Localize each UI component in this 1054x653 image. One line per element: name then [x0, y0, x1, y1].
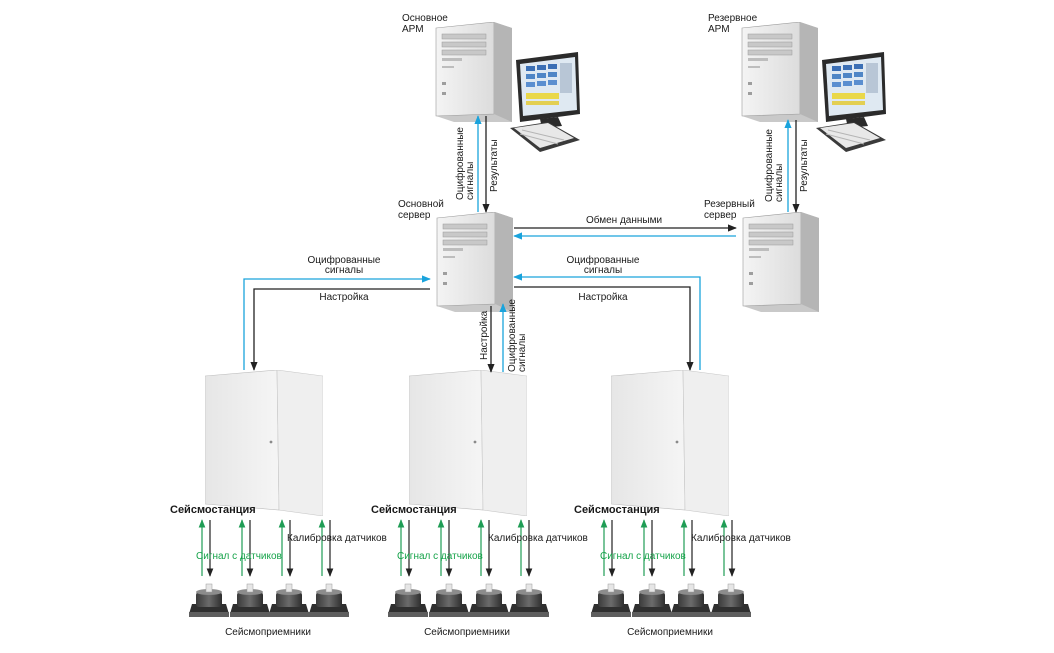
station2-receivers-label: Сейсмоприемники — [424, 627, 510, 638]
station2-digitized-label-2: сигналы — [517, 334, 528, 372]
backup-digitized-label-1: Оцифрованные — [763, 129, 775, 202]
station1-digitized-label-2: сигналы — [325, 265, 363, 276]
main-workstation-label-2: АРМ — [402, 24, 424, 35]
station2-digitized-label-1: Оцифрованные — [506, 299, 518, 372]
seismic-station-2-cabinet — [409, 370, 527, 516]
backup-workstation-label-1: Резервное — [708, 13, 758, 24]
receivers-group-3 — [591, 583, 751, 618]
station3-calibration-label: Калибровка датчиков — [691, 532, 791, 544]
seismic-station-3-cabinet — [611, 370, 729, 516]
station2-tuning-label: Настройка — [479, 310, 490, 360]
arrow-station1-digitized — [243, 275, 431, 370]
station3-sensor-signal-label: Сигнал с датчиков — [600, 551, 686, 562]
main-server-label-1: Основной — [398, 199, 444, 210]
main-workstation-tower — [435, 22, 512, 122]
arrow-station3-digitized — [513, 273, 701, 370]
main-server — [436, 212, 514, 312]
station1-receivers-label: Сейсмоприемники — [225, 627, 311, 638]
station1-digitized-label-1: Оцифрованные — [308, 254, 381, 266]
main-workstation-monitor — [510, 52, 581, 153]
station3-label: Сейсмостанция — [574, 504, 660, 516]
station2-calibration-label: Калибровка датчиков — [488, 532, 588, 544]
station1-calibration-label: Калибровка датчиков — [287, 532, 387, 544]
data-exchange-label: Обмен данными — [586, 214, 662, 226]
backup-workstation-tower — [741, 22, 818, 122]
main-workstation-label-1: Основное — [402, 13, 448, 24]
station1-label: Сейсмостанция — [170, 504, 256, 516]
station3-digitized-label-1: Оцифрованные — [567, 254, 640, 266]
main-digitized-label-1: Оцифрованные — [454, 127, 466, 200]
backup-server — [742, 212, 820, 312]
backup-workstation-label-2: АРМ — [708, 24, 730, 35]
receivers-group-2 — [388, 583, 549, 618]
backup-server-label-1: Резервный — [704, 199, 755, 210]
station3-digitized-label-2: сигналы — [584, 265, 622, 276]
backup-digitized-label-2: сигналы — [774, 164, 785, 202]
seismic-station-1-cabinet — [205, 370, 323, 516]
station3-receivers-label: Сейсмоприемники — [627, 627, 713, 638]
station1-tuning-label: Настройка — [319, 292, 369, 303]
receivers-group-1 — [189, 583, 349, 618]
station3-tuning-label: Настройка — [578, 292, 628, 303]
arrow-station1-tuning — [250, 288, 430, 371]
main-results-label: Результаты — [489, 139, 500, 192]
arrow-station3-tuning — [514, 286, 694, 371]
station2-sensor-signal-label: Сигнал с датчиков — [397, 551, 483, 562]
backup-results-label: Результаты — [799, 139, 810, 192]
backup-server-label-2: сервер — [704, 210, 737, 221]
station2-label: Сейсмостанция — [371, 504, 457, 516]
main-digitized-label-2: сигналы — [465, 162, 476, 200]
backup-workstation-monitor — [816, 52, 887, 153]
station1-sensor-signal-label: Сигнал с датчиков — [196, 551, 282, 562]
main-server-label-2: сервер — [398, 210, 431, 221]
